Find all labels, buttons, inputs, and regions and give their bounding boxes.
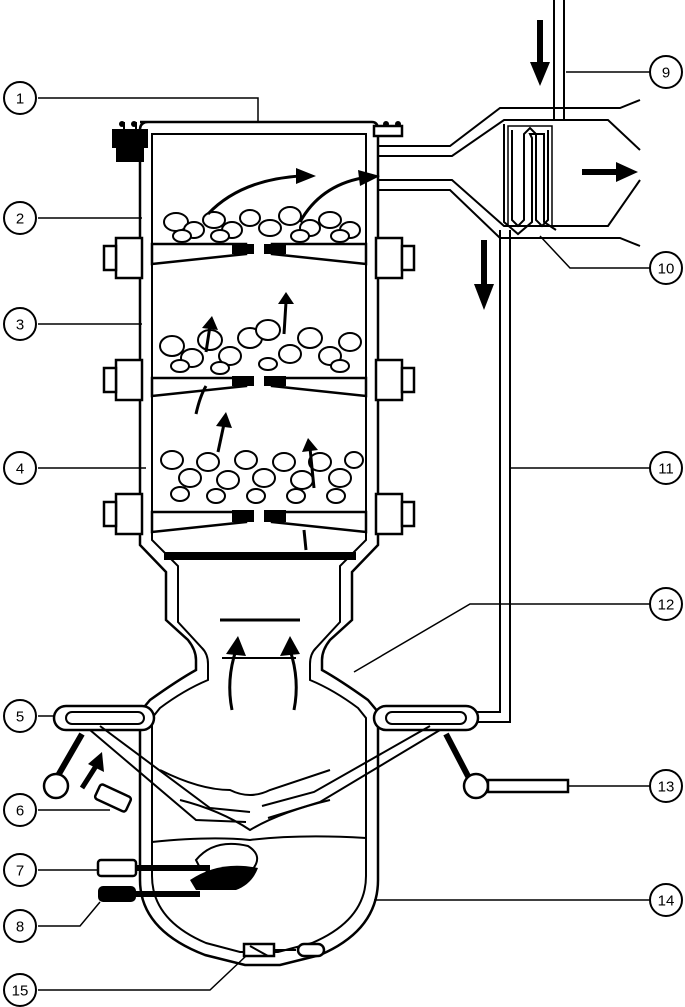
callout-7: 7: [3, 853, 37, 887]
svg-text:5: 5: [16, 709, 24, 726]
callout-8: 8: [3, 909, 37, 943]
svg-text:6: 6: [16, 803, 24, 820]
top-valve-assembly: [112, 121, 404, 162]
hearth-melt: [151, 835, 367, 890]
tap-hole: [242, 942, 326, 958]
ring-manifold: [52, 704, 480, 732]
svg-text:9: 9: [662, 65, 670, 82]
svg-text:2: 2: [16, 211, 24, 228]
callout-1: 1: [3, 81, 37, 115]
charge-stage-2: [159, 319, 362, 375]
callout-9: 9: [649, 55, 683, 89]
callouts: 1 2 3 4 5 6 7 8 15 9 10 11 12 13 14: [3, 55, 683, 1007]
callout-13: 13: [649, 769, 683, 803]
svg-text:10: 10: [658, 261, 675, 278]
svg-text:15: 15: [12, 983, 29, 1000]
svg-text:13: 13: [658, 779, 675, 796]
heat-exchanger-coil: [503, 124, 557, 236]
callout-14: 14: [649, 883, 683, 917]
burner-lances: [42, 725, 490, 832]
callout-12: 12: [649, 587, 683, 621]
charge-stage-1: [163, 206, 361, 243]
svg-text:7: 7: [16, 863, 24, 880]
callout-10: 10: [649, 251, 683, 285]
part-8-lance: [98, 886, 200, 902]
svg-text:4: 4: [16, 461, 24, 478]
svg-text:1: 1: [16, 91, 24, 108]
callout-5: 5: [3, 699, 37, 733]
return-pipe: [474, 230, 511, 723]
callout-6: 6: [3, 793, 37, 827]
external-flow-arrows: [474, 20, 638, 310]
callout-11: 11: [649, 451, 683, 485]
svg-text:3: 3: [16, 317, 24, 334]
svg-text:11: 11: [658, 461, 674, 478]
internal-flow-arrows: [194, 168, 380, 711]
part-7-lance: [96, 858, 210, 878]
svg-text:8: 8: [16, 919, 24, 936]
side-ports: [102, 236, 416, 536]
stage-dividers: [150, 242, 368, 659]
svg-text:12: 12: [658, 597, 675, 614]
charge-stage-3: [160, 450, 364, 504]
svg-text:14: 14: [658, 893, 675, 910]
leader-lines: [38, 71, 650, 991]
inlet-pipe: [553, 0, 565, 120]
callout-15: 15: [3, 973, 37, 1007]
callout-3: 3: [3, 307, 37, 341]
part-6-oxygen-arrow: [79, 752, 133, 813]
part-13-valve: [486, 778, 570, 794]
callout-4: 4: [3, 451, 37, 485]
callout-2: 2: [3, 201, 37, 235]
